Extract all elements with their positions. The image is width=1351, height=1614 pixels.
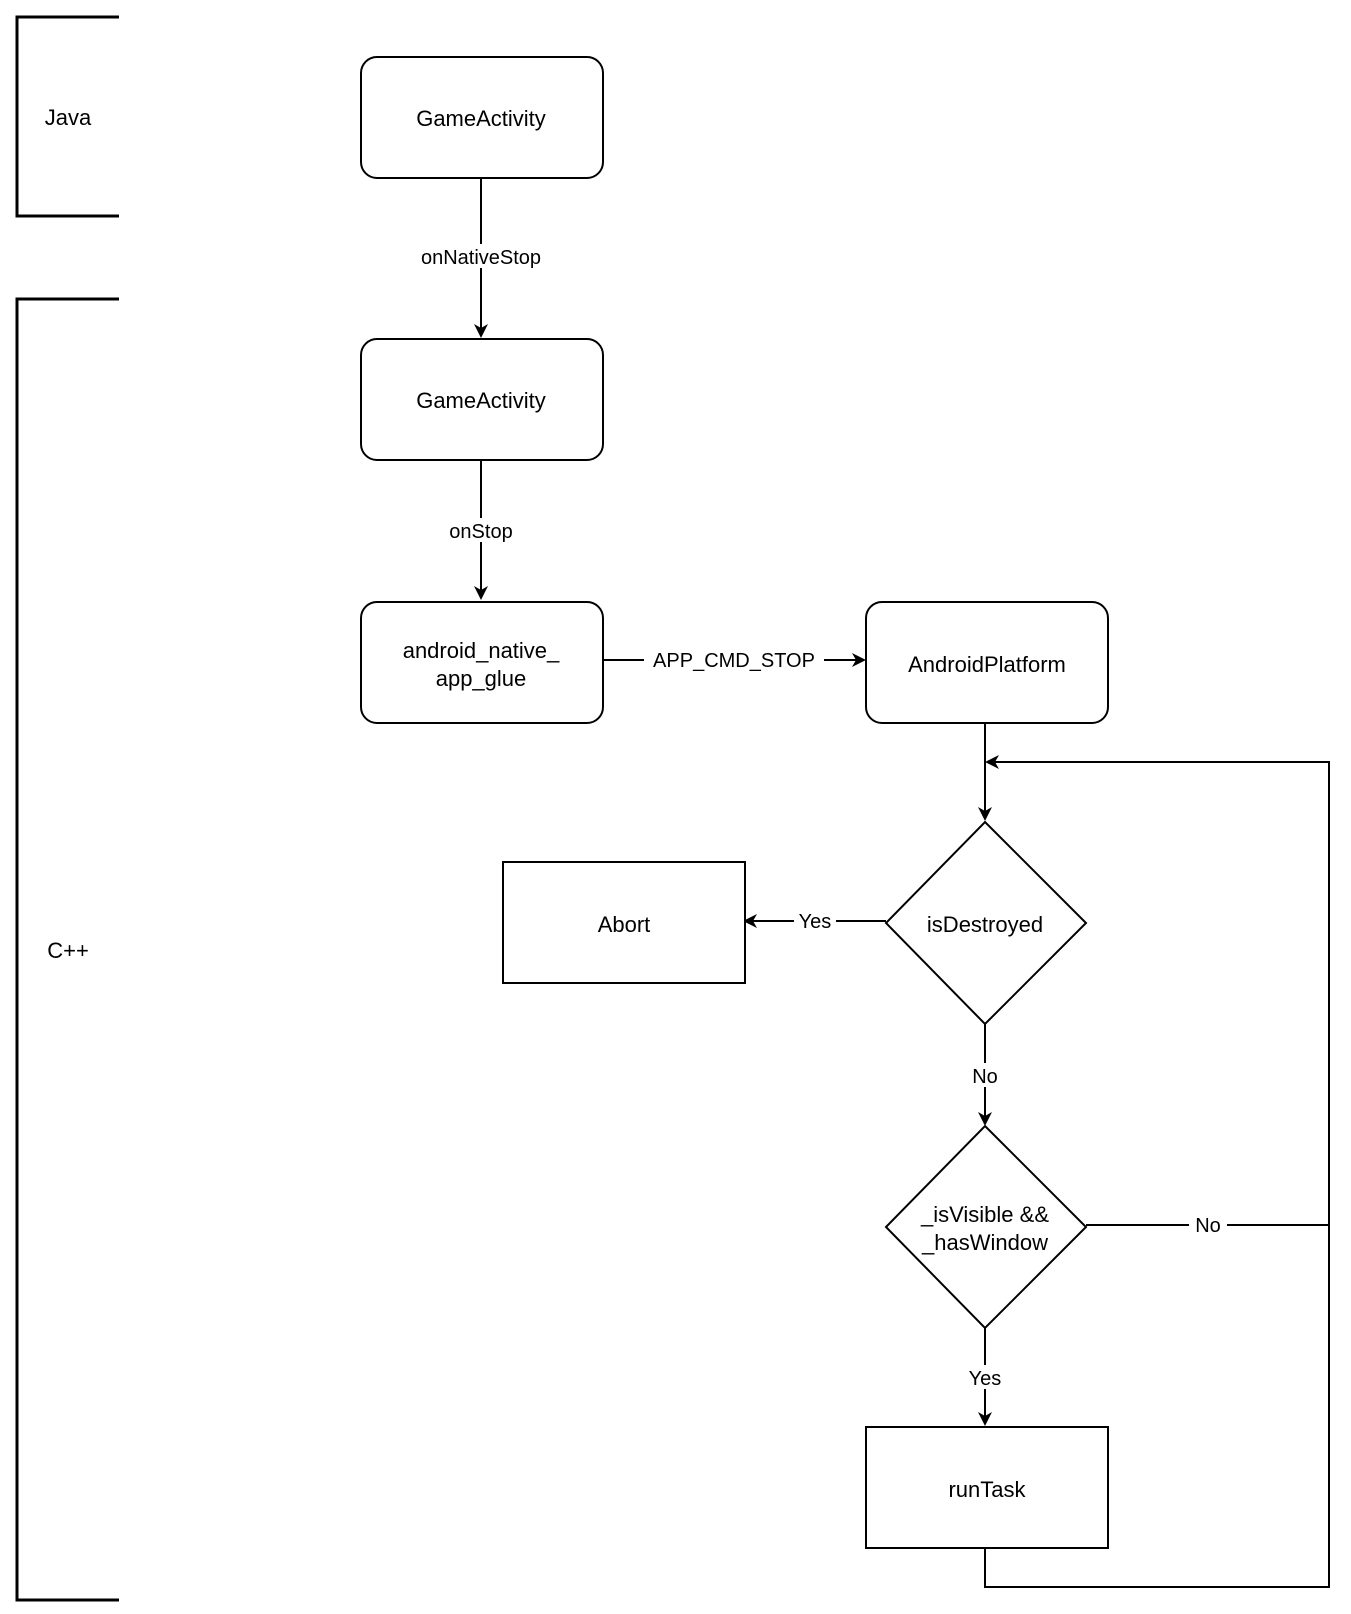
node-label-android-platform: AndroidPlatform [908, 652, 1066, 677]
node-run-task [865, 1426, 1109, 1549]
edge-label-destroyed-no: No [972, 1066, 998, 1088]
edge-label-destroyed-yes: Yes [799, 911, 832, 933]
node-label-run-task: runTask [948, 1477, 1026, 1502]
node-label-glue-line2: app_glue [436, 666, 527, 691]
node-label-visible-line1: _isVisible && [920, 1202, 1049, 1227]
node-label-is-destroyed: isDestroyed [927, 912, 1043, 937]
cpp-lane-label: C++ [47, 938, 89, 963]
node-label-abort: Abort [598, 912, 651, 937]
edge-label-visible-no: No [1195, 1215, 1221, 1237]
node-android-native-app-glue [360, 601, 604, 724]
node-label-game-activity-cpp: GameActivity [416, 388, 546, 413]
java-lane-label: Java [45, 105, 92, 130]
node-android-platform [865, 601, 1109, 724]
edge-runtask-loop [984, 1225, 1330, 1588]
node-abort [502, 861, 746, 984]
node-is-destroyed-diamond [884, 820, 1088, 1026]
node-label-glue-line1: android_native_ [403, 638, 560, 663]
node-visible-window-diamond [884, 1124, 1088, 1330]
node-label-game-activity-java: GameActivity [416, 106, 546, 131]
edge-label-on-stop: onStop [449, 521, 512, 543]
java-lane-bracket [15, 15, 119, 218]
edge-label-app-cmd-stop: APP_CMD_STOP [653, 650, 815, 672]
node-label-visible-line2: _hasWindow [921, 1230, 1048, 1255]
edge-visible-no-loop [985, 755, 1330, 1226]
cpp-lane-bracket [15, 297, 119, 1602]
node-game-activity-java [360, 56, 604, 179]
edge-label-visible-yes: Yes [969, 1368, 1002, 1390]
edge-label-on-native-stop: onNativeStop [421, 247, 541, 269]
node-game-activity-cpp [360, 338, 604, 461]
